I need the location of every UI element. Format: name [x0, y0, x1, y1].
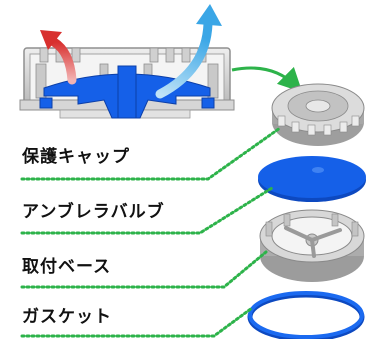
leader-line-valve: [20, 186, 274, 235]
outflow-arrow-icon: [40, 30, 77, 85]
leader-line-base: [20, 250, 268, 289]
label-mounting-base: 取付ベース: [22, 257, 112, 277]
label-gasket: ガスケット: [22, 307, 112, 327]
leader-line-cap: [20, 126, 282, 181]
leader-line-gasket: [20, 306, 254, 338]
connector-arrow-icon: [231, 66, 303, 93]
protective-cap-icon: [271, 83, 365, 146]
label-umbrella-valve: アンブレラバルブ: [22, 202, 165, 222]
mounting-base-icon: [259, 209, 365, 282]
label-protective-cap: 保護キャップ: [22, 147, 130, 167]
gasket-ring-icon: [247, 291, 365, 339]
umbrella-valve-icon: [258, 156, 366, 202]
inflow-arrow-icon: [155, 4, 222, 99]
